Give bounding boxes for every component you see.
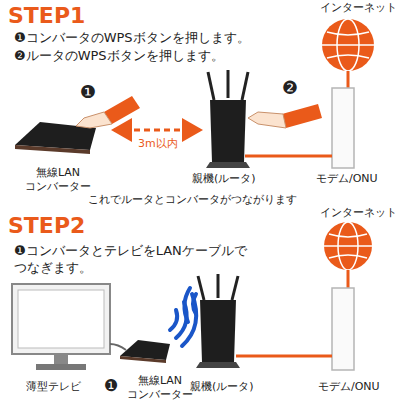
- callout-number: ❶: [104, 376, 118, 397]
- converter: [120, 340, 170, 363]
- instruction: ❶コンバータのWPSボタンを押します。: [14, 30, 250, 47]
- step-heading: STEP1: [8, 2, 85, 31]
- tv: [12, 284, 110, 370]
- callout-number: ❷: [282, 76, 298, 99]
- distance-label: 3m以内: [138, 137, 178, 151]
- internet-label: インターネット: [320, 206, 397, 220]
- internet-label: インターネット: [320, 1, 397, 15]
- instruction: ❷ルータのWPSボタンを押します。: [14, 48, 224, 65]
- callout-number: ❶: [80, 80, 96, 103]
- router: [206, 70, 250, 168]
- hand: [248, 104, 322, 128]
- device-label: 親機(ルータ): [192, 172, 256, 186]
- lan-cable: [110, 344, 126, 350]
- step-heading: STEP2: [8, 212, 85, 241]
- device-label: 無線LAN コンバーター: [122, 374, 198, 403]
- instruction: ❶コンバータとテレビをLANケーブルで つなぎます。: [14, 243, 304, 277]
- device-label: 親機(ルータ): [190, 380, 254, 394]
- modem: [332, 288, 354, 370]
- globe: [324, 222, 372, 270]
- wifi-waves: [170, 288, 196, 346]
- distance-arrow: [114, 129, 200, 132]
- device-label: モデム/ONU: [318, 380, 380, 394]
- device-label: 薄型テレビ: [26, 380, 81, 394]
- device-label: モデム/ONU: [316, 172, 378, 186]
- modem: [332, 88, 354, 168]
- router: [196, 274, 240, 368]
- device-label: 無線LAN コンバーター: [20, 166, 96, 195]
- note: これでルータとコンバータがつながります: [88, 193, 297, 207]
- globe: [322, 19, 374, 71]
